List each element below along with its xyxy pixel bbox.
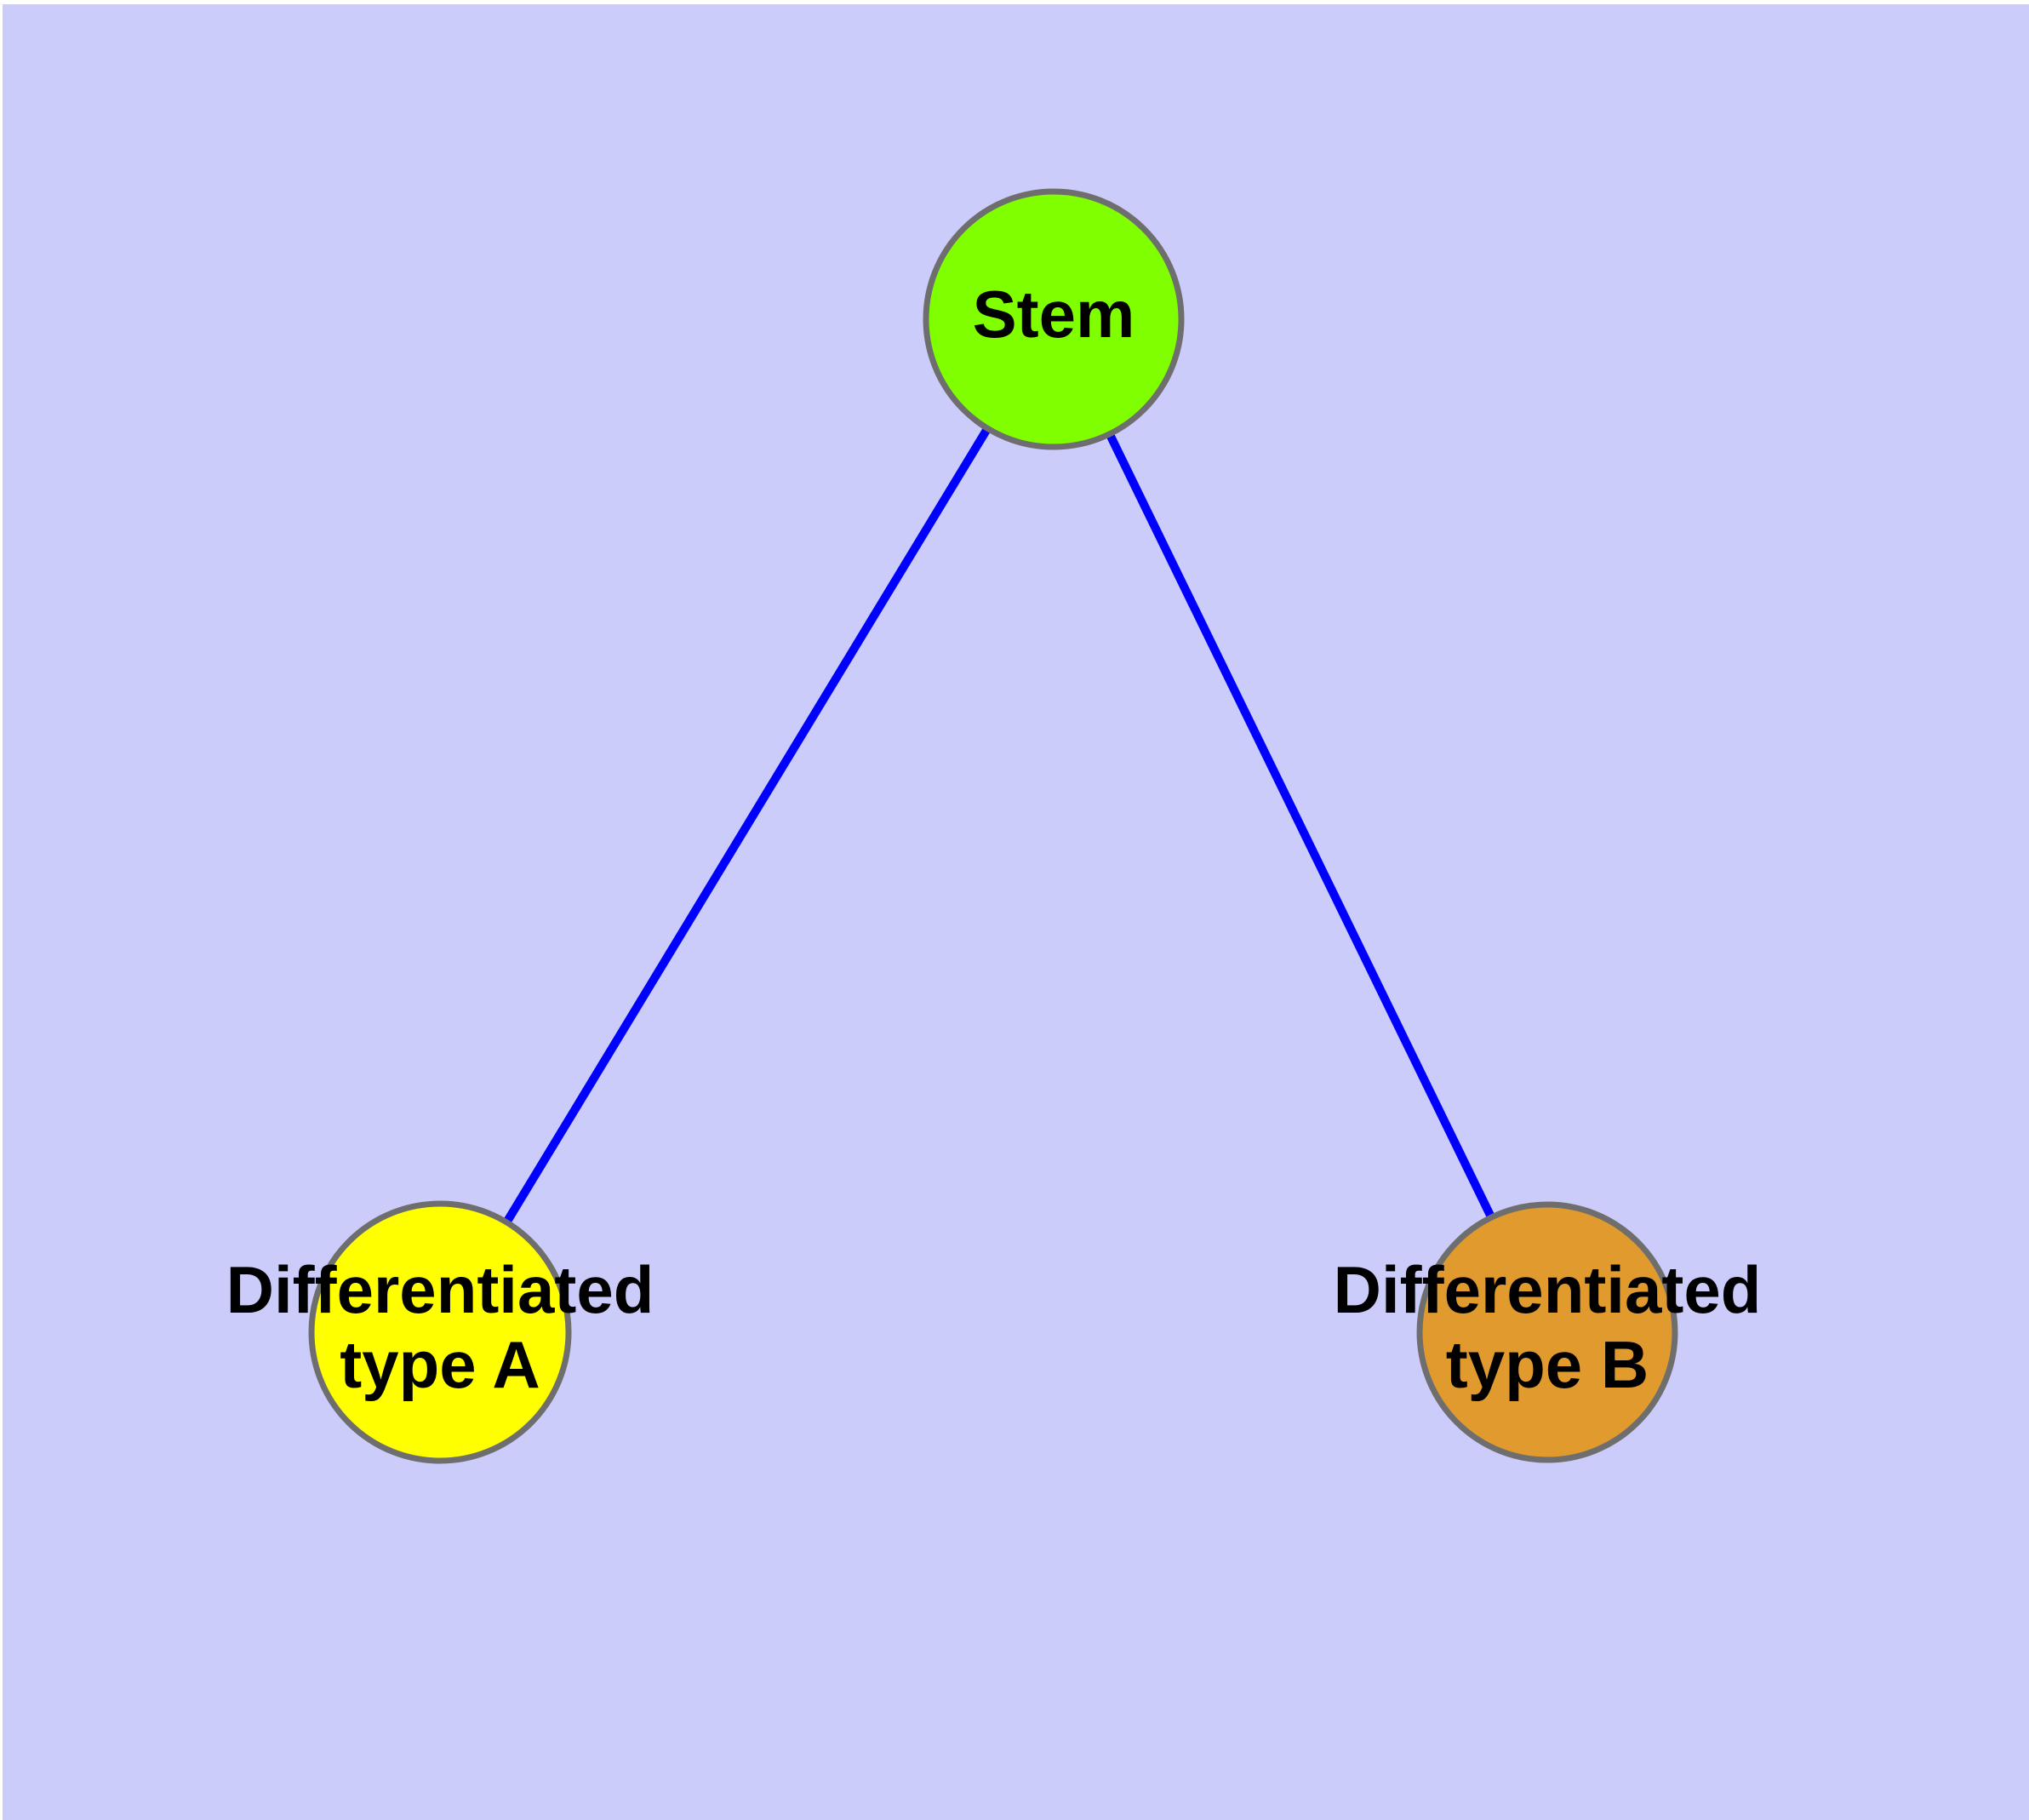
node-label-line: type B	[1446, 1327, 1649, 1402]
node-label-line: type A	[340, 1327, 540, 1402]
node-label-line: Stem	[973, 277, 1135, 352]
node-label-line: Differentiated	[1334, 1252, 1762, 1327]
edge-layer	[500, 421, 1498, 1229]
node-layer	[308, 188, 1678, 1464]
node-label-line: Differentiated	[226, 1252, 654, 1327]
graph-node-diff_a[interactable]	[308, 1200, 572, 1464]
graph-node-stem[interactable]	[923, 188, 1185, 450]
graph-edge-stem-to-diff-a[interactable]	[500, 421, 994, 1229]
node-label-stem: Stem	[973, 277, 1135, 352]
graph-node-diff_b[interactable]	[1416, 1201, 1678, 1463]
graph-edge-stem-to-diff-b[interactable]	[1103, 427, 1498, 1224]
